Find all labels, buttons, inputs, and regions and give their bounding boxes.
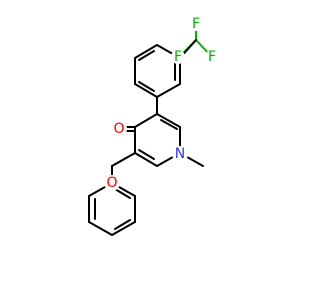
label-backgrounds xyxy=(104,17,219,191)
atom-f-right: F xyxy=(208,49,216,65)
atom-o-carbonyl: O xyxy=(113,121,124,137)
chemical-structure: F F F O N O xyxy=(88,16,219,236)
atom-n-ring: N xyxy=(175,146,185,162)
atom-o-ether: O xyxy=(106,175,117,191)
atom-f-top: F xyxy=(192,16,200,32)
atom-labels: F F F O N O xyxy=(106,16,216,191)
atom-f-left: F xyxy=(174,49,182,65)
